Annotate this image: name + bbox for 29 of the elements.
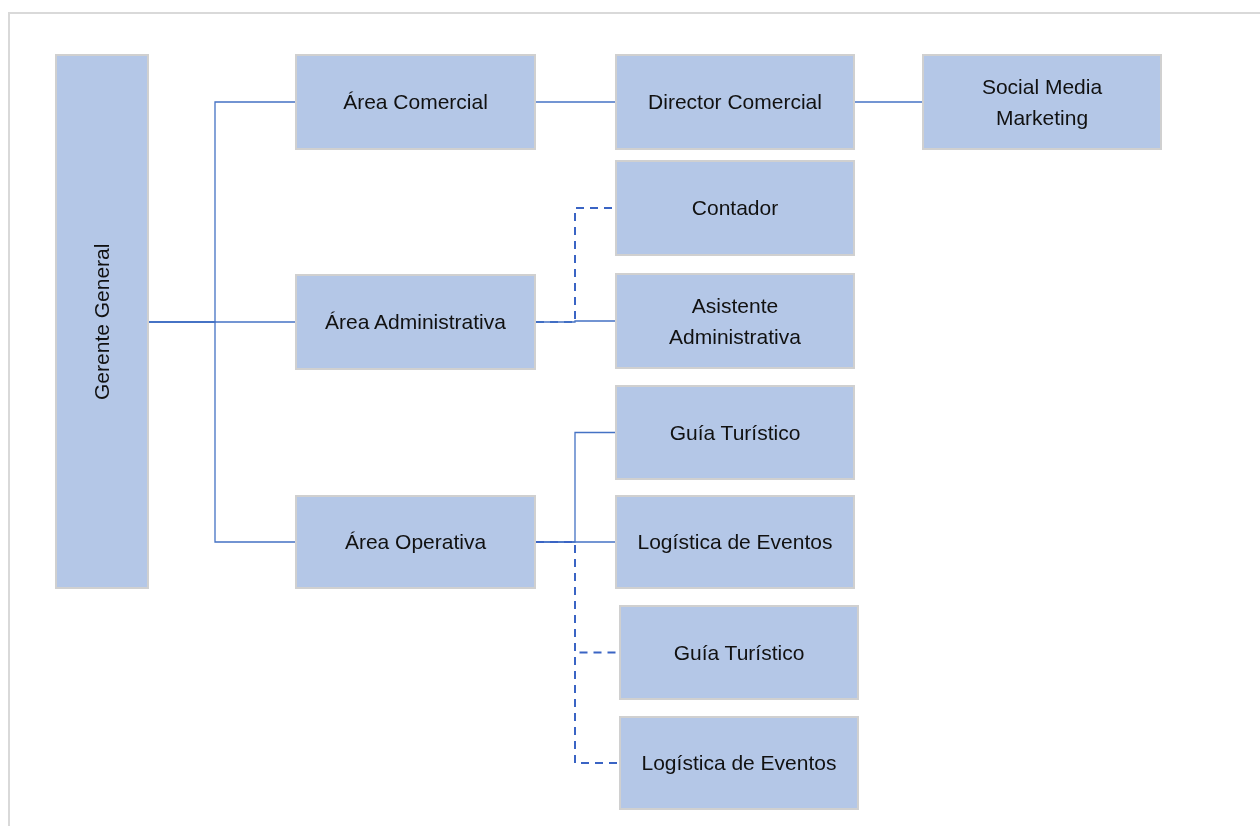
- connector-line: [535, 101, 616, 103]
- connector-line: [535, 320, 616, 323]
- org-box: [619, 716, 859, 810]
- box-label: Gerente General: [89, 243, 115, 400]
- org-box: [619, 605, 859, 700]
- org-box: [615, 495, 855, 589]
- org-box: [615, 385, 855, 480]
- box-label: Social Media Marketing: [980, 73, 1104, 131]
- org-box: [615, 54, 855, 150]
- org-box: [615, 273, 855, 369]
- org-box: [295, 495, 536, 589]
- org-box: [615, 160, 855, 256]
- org-box: [295, 54, 536, 150]
- connector-line: [148, 321, 296, 543]
- box-label: Asistente Administrativa: [668, 292, 802, 350]
- box-label: Contador: [691, 195, 779, 222]
- box-label: Guía Turístico: [669, 419, 801, 446]
- box-label: Logística de Eventos: [641, 750, 837, 777]
- org-box: [295, 274, 536, 370]
- box-label: Director Comercial: [648, 89, 822, 116]
- dashed-connector: [535, 541, 620, 764]
- box-label: Área Operativa: [344, 529, 487, 556]
- org-box: [55, 54, 149, 589]
- box-label: Logística de Eventos: [637, 529, 833, 556]
- connector-line: [854, 101, 923, 103]
- org-box: [922, 54, 1162, 150]
- box-label: Área Administrativa: [325, 309, 506, 336]
- box-label: Guía Turístico: [673, 639, 805, 666]
- box-label: Área Comercial: [343, 89, 488, 116]
